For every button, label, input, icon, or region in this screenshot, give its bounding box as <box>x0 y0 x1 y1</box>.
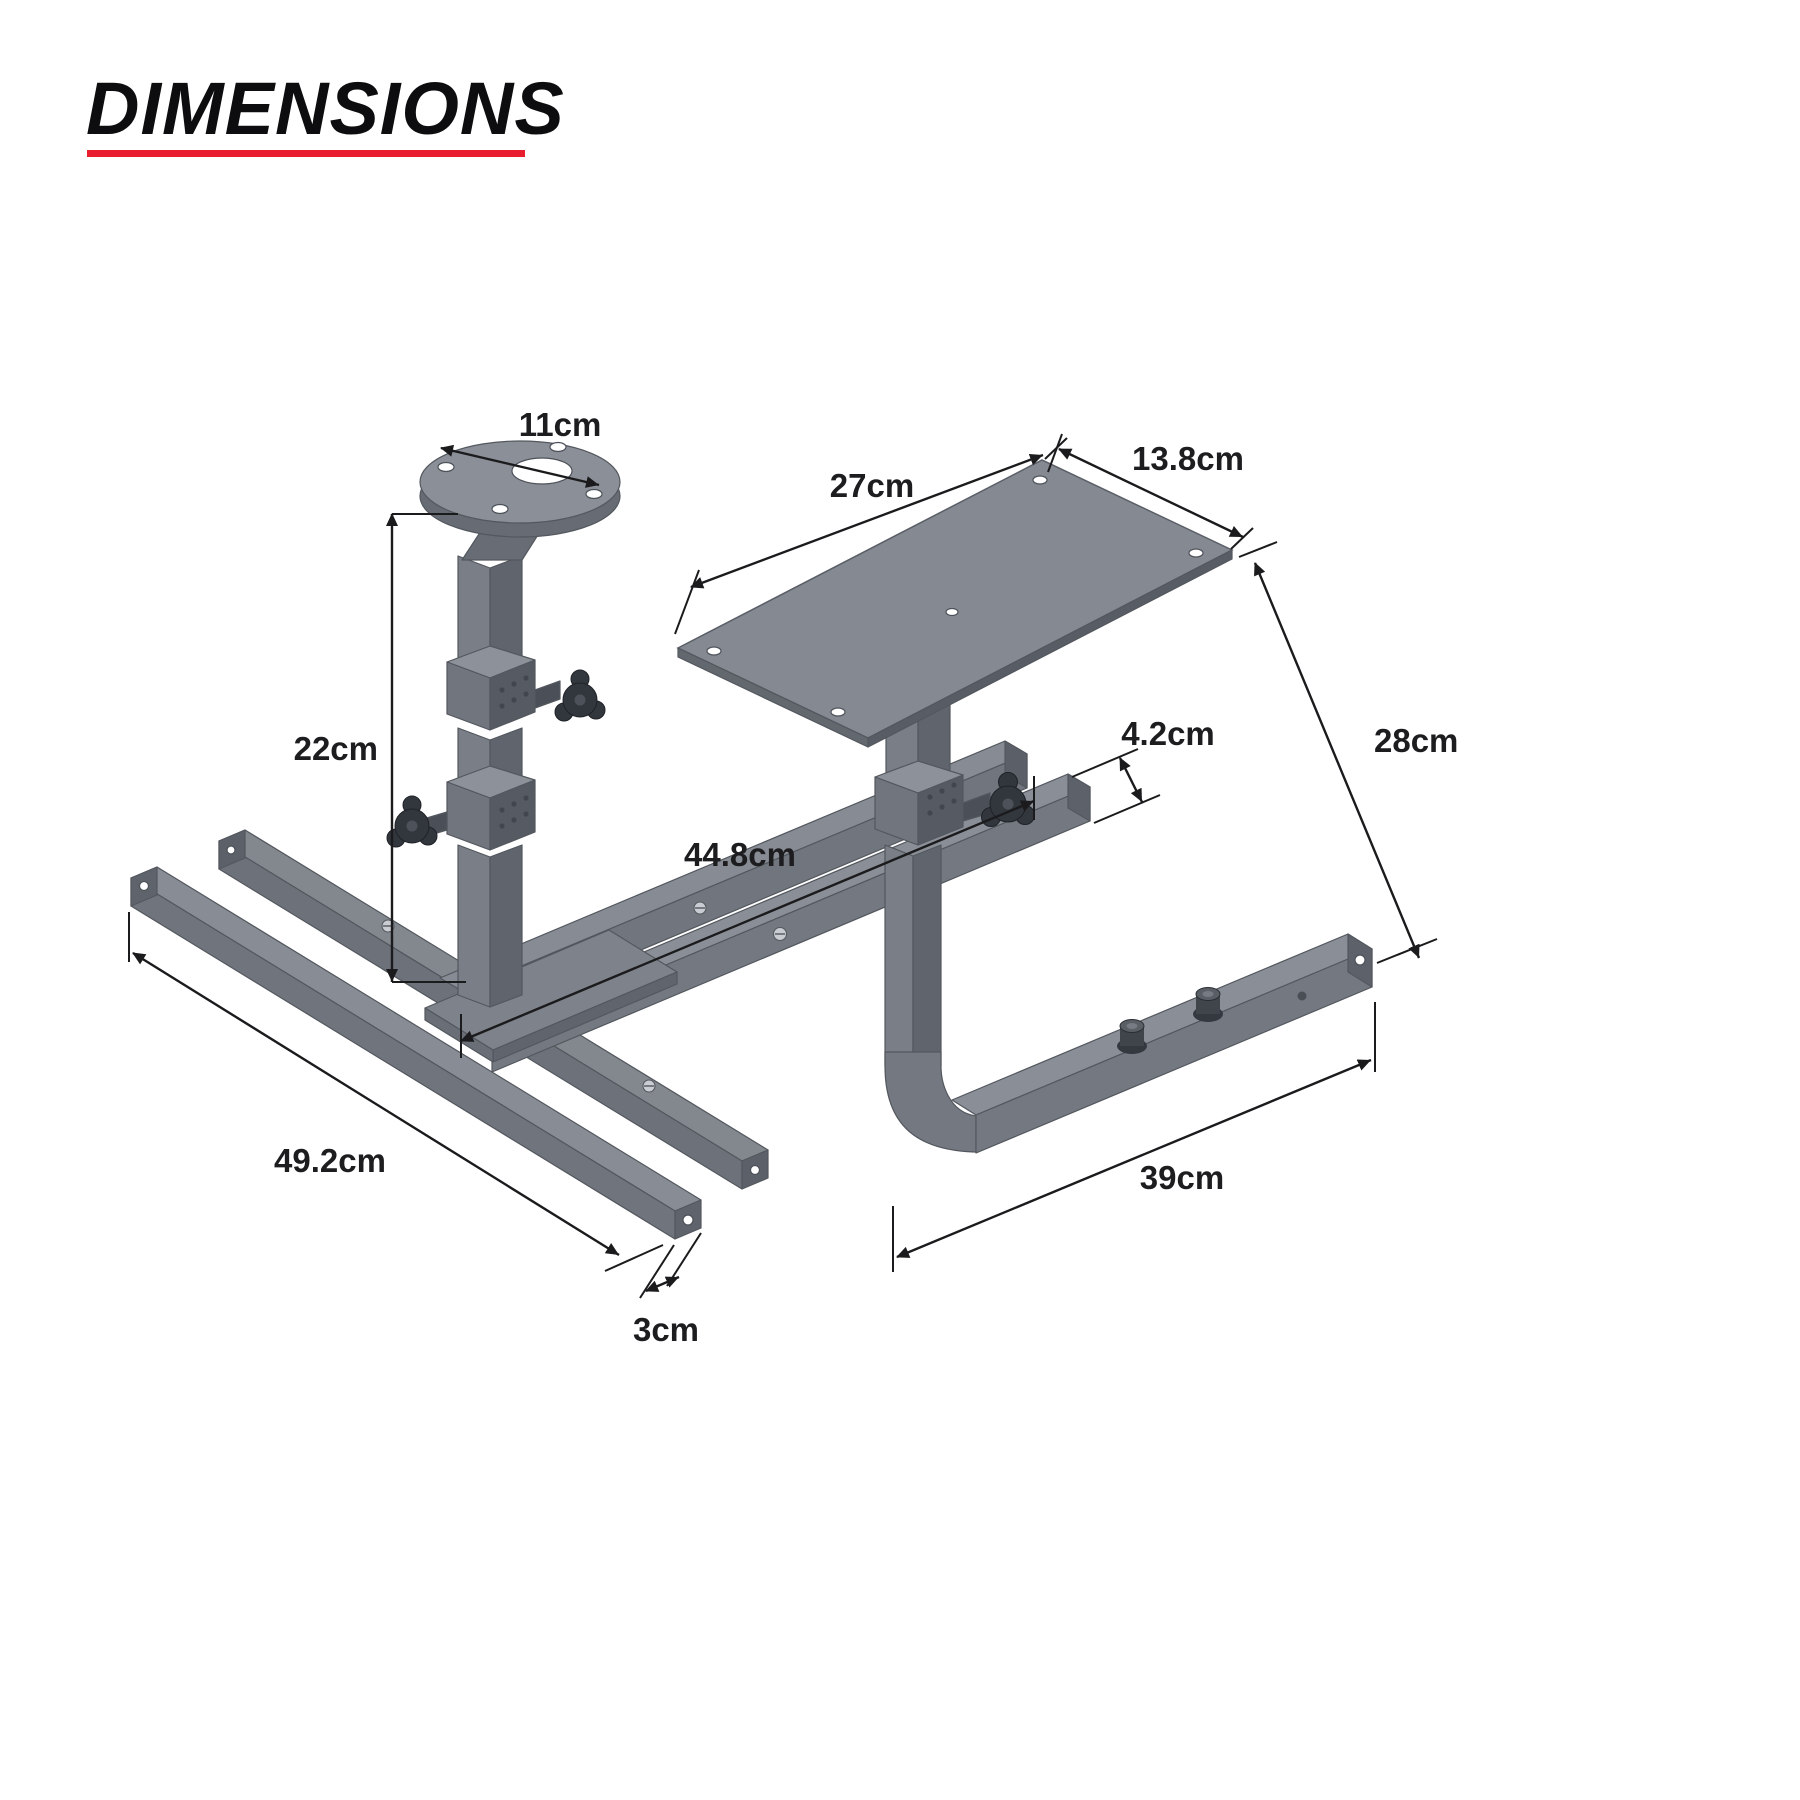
arm-bolt <box>1117 1019 1147 1054</box>
wheel-mount-plate <box>419 440 621 561</box>
dim-label-base-length: 49.2cm <box>274 1142 386 1179</box>
dimension-arm-length: 39cm <box>892 1002 1376 1272</box>
dimension-shifter-height: 28cm <box>1238 541 1458 964</box>
dim-label-top-plate-width: 13.8cm <box>1132 440 1244 477</box>
shifter-plate <box>676 459 1234 748</box>
dim-label-arm-length: 39cm <box>1140 1159 1224 1196</box>
dimension-annotations: 11cm 22cm 27cm 13.8cm 4.2cm <box>128 406 1458 1348</box>
clamp-knob <box>386 795 448 848</box>
dim-label-post-height: 22cm <box>294 730 378 767</box>
shifter-arm <box>884 844 1373 1154</box>
dim-label-rail-span: 44.8cm <box>684 836 796 873</box>
dimension-base-length: 49.2cm <box>128 912 664 1272</box>
dimension-post-height: 22cm <box>294 513 466 983</box>
dimension-plate-diameter: 11cm <box>440 406 602 488</box>
dimension-tube-size: 3cm <box>633 1232 702 1348</box>
dimension-rail-height: 4.2cm <box>1071 715 1215 824</box>
dimension-top-plate-width: 13.8cm <box>1044 437 1254 550</box>
dim-label-rail-height: 4.2cm <box>1121 715 1215 752</box>
upper-clamp <box>446 645 606 731</box>
title-underline <box>87 150 525 157</box>
arm-bolt <box>1193 987 1223 1022</box>
dim-label-tube-size: 3cm <box>633 1311 699 1348</box>
dimension-top-plate-length: 27cm <box>674 433 1063 635</box>
dim-label-plate-diameter: 11cm <box>519 406 602 443</box>
dim-label-top-plate-length: 27cm <box>830 467 914 504</box>
dim-label-shifter-height: 28cm <box>1374 722 1458 759</box>
page-title: DIMENSIONS <box>86 67 565 150</box>
clamp-knob <box>534 669 606 722</box>
lower-clamp <box>386 765 536 851</box>
